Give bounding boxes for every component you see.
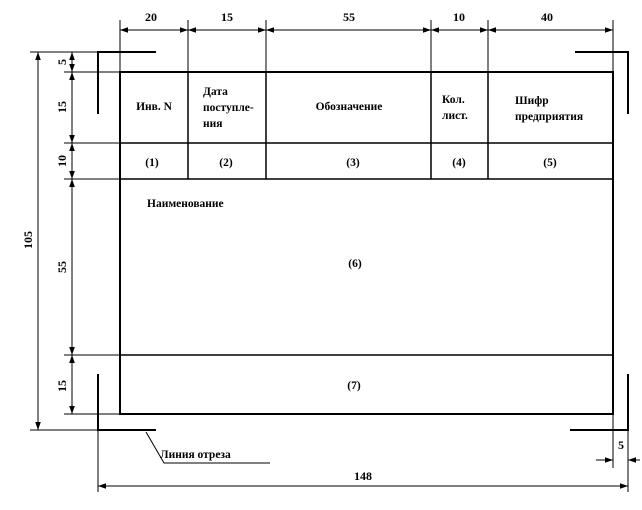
cell-7: (7)	[347, 380, 361, 392]
dim-col2: 15	[221, 10, 233, 24]
cell-2: (2)	[219, 157, 233, 169]
header-date-line1: Дата	[203, 86, 228, 98]
cell-1: (1)	[145, 157, 159, 169]
header-qty-line2: лист.	[442, 110, 468, 122]
dim-row-header: 15	[55, 101, 69, 113]
dim-right-gap: 5	[618, 438, 624, 452]
header-code-line1: Шифр	[515, 95, 549, 107]
cut-line-label: Линия отреза	[160, 449, 231, 461]
cell-6: (6)	[348, 258, 362, 270]
dim-total-height: 105	[21, 231, 35, 249]
cell-5: (5)	[543, 157, 557, 169]
dim-row-bottom: 15	[55, 380, 69, 392]
cut-line-leader	[145, 431, 270, 464]
header-date-line2: поступле-	[203, 102, 254, 114]
header-designation: Обозначение	[316, 101, 383, 113]
cell-4: (4)	[452, 157, 466, 169]
dim-row-name: 55	[55, 261, 69, 273]
top-dimensions	[119, 20, 614, 72]
dim-top-gap: 5	[55, 59, 69, 65]
right-gap-dimension	[596, 414, 640, 468]
dim-col4: 10	[453, 10, 465, 24]
total-height-dimension	[30, 51, 98, 431]
header-qty-line1: Кол.	[442, 94, 465, 106]
name-label: Наименование	[147, 198, 224, 210]
dim-col5: 40	[541, 10, 553, 24]
dim-col1: 20	[145, 10, 157, 24]
header-inv-number: Инв. N	[136, 101, 173, 113]
dim-total-width: 148	[354, 469, 372, 483]
header-code-line2: предприятия	[515, 111, 583, 123]
left-row-dimensions	[64, 51, 120, 415]
header-date-line3: ния	[203, 118, 222, 130]
dim-col3: 55	[343, 10, 355, 24]
cell-3: (3)	[346, 157, 360, 169]
dim-row-numbers: 10	[55, 155, 69, 167]
table-frame	[119, 71, 614, 415]
